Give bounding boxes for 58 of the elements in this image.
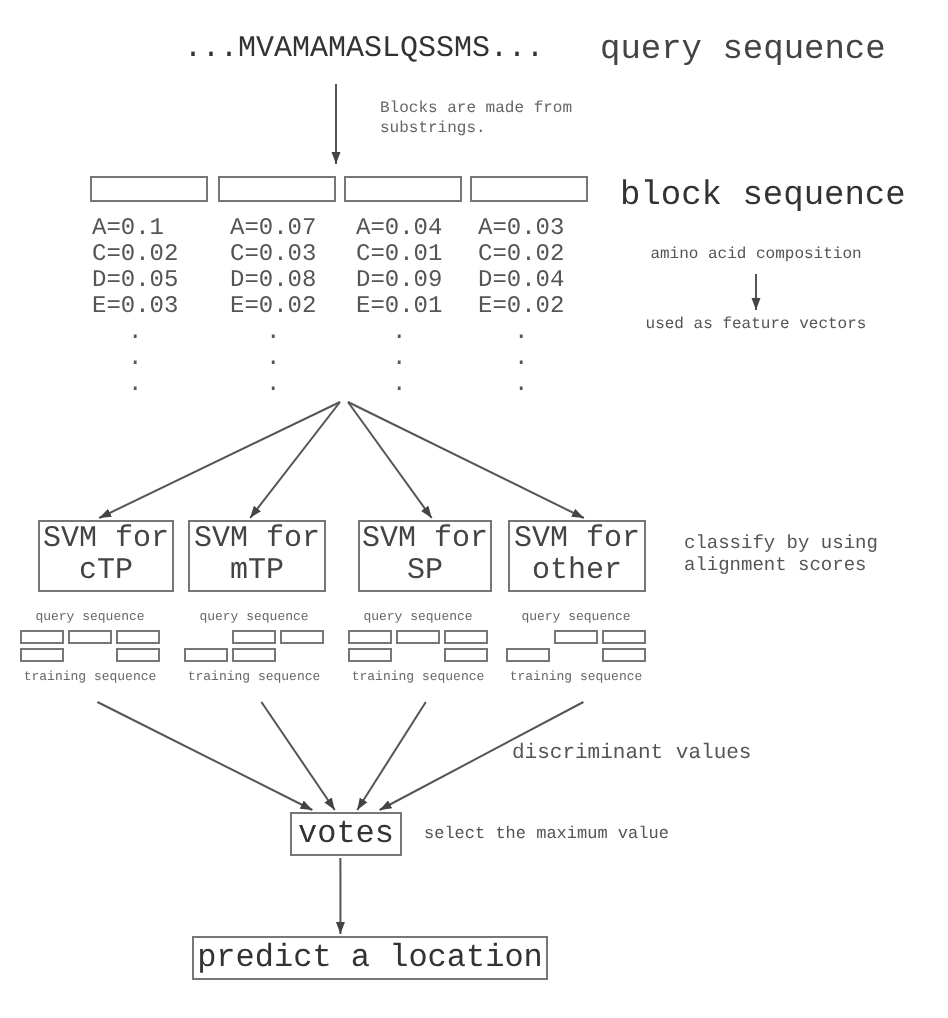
- feature-value: D=0.04: [478, 268, 565, 294]
- feature-value: D=0.09: [356, 268, 443, 294]
- feature-value: A=0.04: [356, 216, 443, 242]
- ellipsis-dot: .: [514, 346, 529, 372]
- feature-value: E=0.02: [478, 294, 565, 320]
- block-box: [90, 176, 208, 202]
- arrow: [98, 401, 341, 519]
- note-text: used as feature vectors: [645, 314, 867, 338]
- classifier-box: SVM for mTP: [188, 520, 326, 592]
- ellipsis-dot: .: [514, 372, 529, 398]
- annotation-text: discriminant values: [512, 740, 752, 770]
- ellipsis-dot: .: [266, 346, 281, 372]
- ellipsis-dot: .: [128, 320, 143, 346]
- arrow: [356, 701, 427, 811]
- feature-value: C=0.02: [478, 242, 565, 268]
- arrow: [260, 701, 336, 811]
- arrow: [347, 401, 585, 519]
- sequence-text: ...MVAMAMASLQSSMS...: [183, 29, 545, 70]
- arrow: [249, 401, 341, 519]
- block-box: [344, 176, 462, 202]
- feature-value: A=0.07: [230, 216, 317, 242]
- feature-value: A=0.1: [92, 216, 165, 242]
- step-box: predict a location: [192, 936, 548, 980]
- arrow: [96, 701, 314, 811]
- classifier-box: SVM for cTP: [38, 520, 174, 592]
- feature-value: E=0.03: [92, 294, 179, 320]
- block-box: [218, 176, 336, 202]
- annotation-text: classify by using alignment scores: [684, 532, 880, 576]
- note-text: amino acid composition: [650, 244, 862, 268]
- ellipsis-dot: .: [128, 372, 143, 398]
- ellipsis-dot: .: [392, 372, 407, 398]
- feature-value: E=0.02: [230, 294, 317, 320]
- ellipsis-dot: .: [392, 346, 407, 372]
- arrow: [335, 857, 345, 935]
- feature-value: C=0.02: [92, 242, 179, 268]
- classifier-box: SVM for SP: [358, 520, 492, 592]
- ellipsis-dot: .: [266, 372, 281, 398]
- feature-value: A=0.03: [478, 216, 565, 242]
- feature-value: D=0.08: [230, 268, 317, 294]
- feature-value: E=0.01: [356, 294, 443, 320]
- arrow: [347, 401, 433, 519]
- arrow: [751, 273, 761, 311]
- annotation-text: block sequence: [620, 176, 906, 220]
- arrow: [331, 83, 341, 165]
- step-box: votes: [290, 812, 402, 856]
- side-note: query sequence: [600, 30, 886, 74]
- annotation-text: Blocks are made from substrings.: [380, 100, 575, 140]
- ellipsis-dot: .: [392, 320, 407, 346]
- ellipsis-dot: .: [514, 320, 529, 346]
- feature-value: C=0.01: [356, 242, 443, 268]
- ellipsis-dot: .: [266, 320, 281, 346]
- feature-value: D=0.05: [92, 268, 179, 294]
- classifier-box: SVM for other: [508, 520, 646, 592]
- ellipsis-dot: .: [128, 346, 143, 372]
- arrow: [378, 701, 585, 811]
- feature-value: C=0.03: [230, 242, 317, 268]
- block-box: [470, 176, 588, 202]
- side-note: select the maximum value: [424, 822, 669, 848]
